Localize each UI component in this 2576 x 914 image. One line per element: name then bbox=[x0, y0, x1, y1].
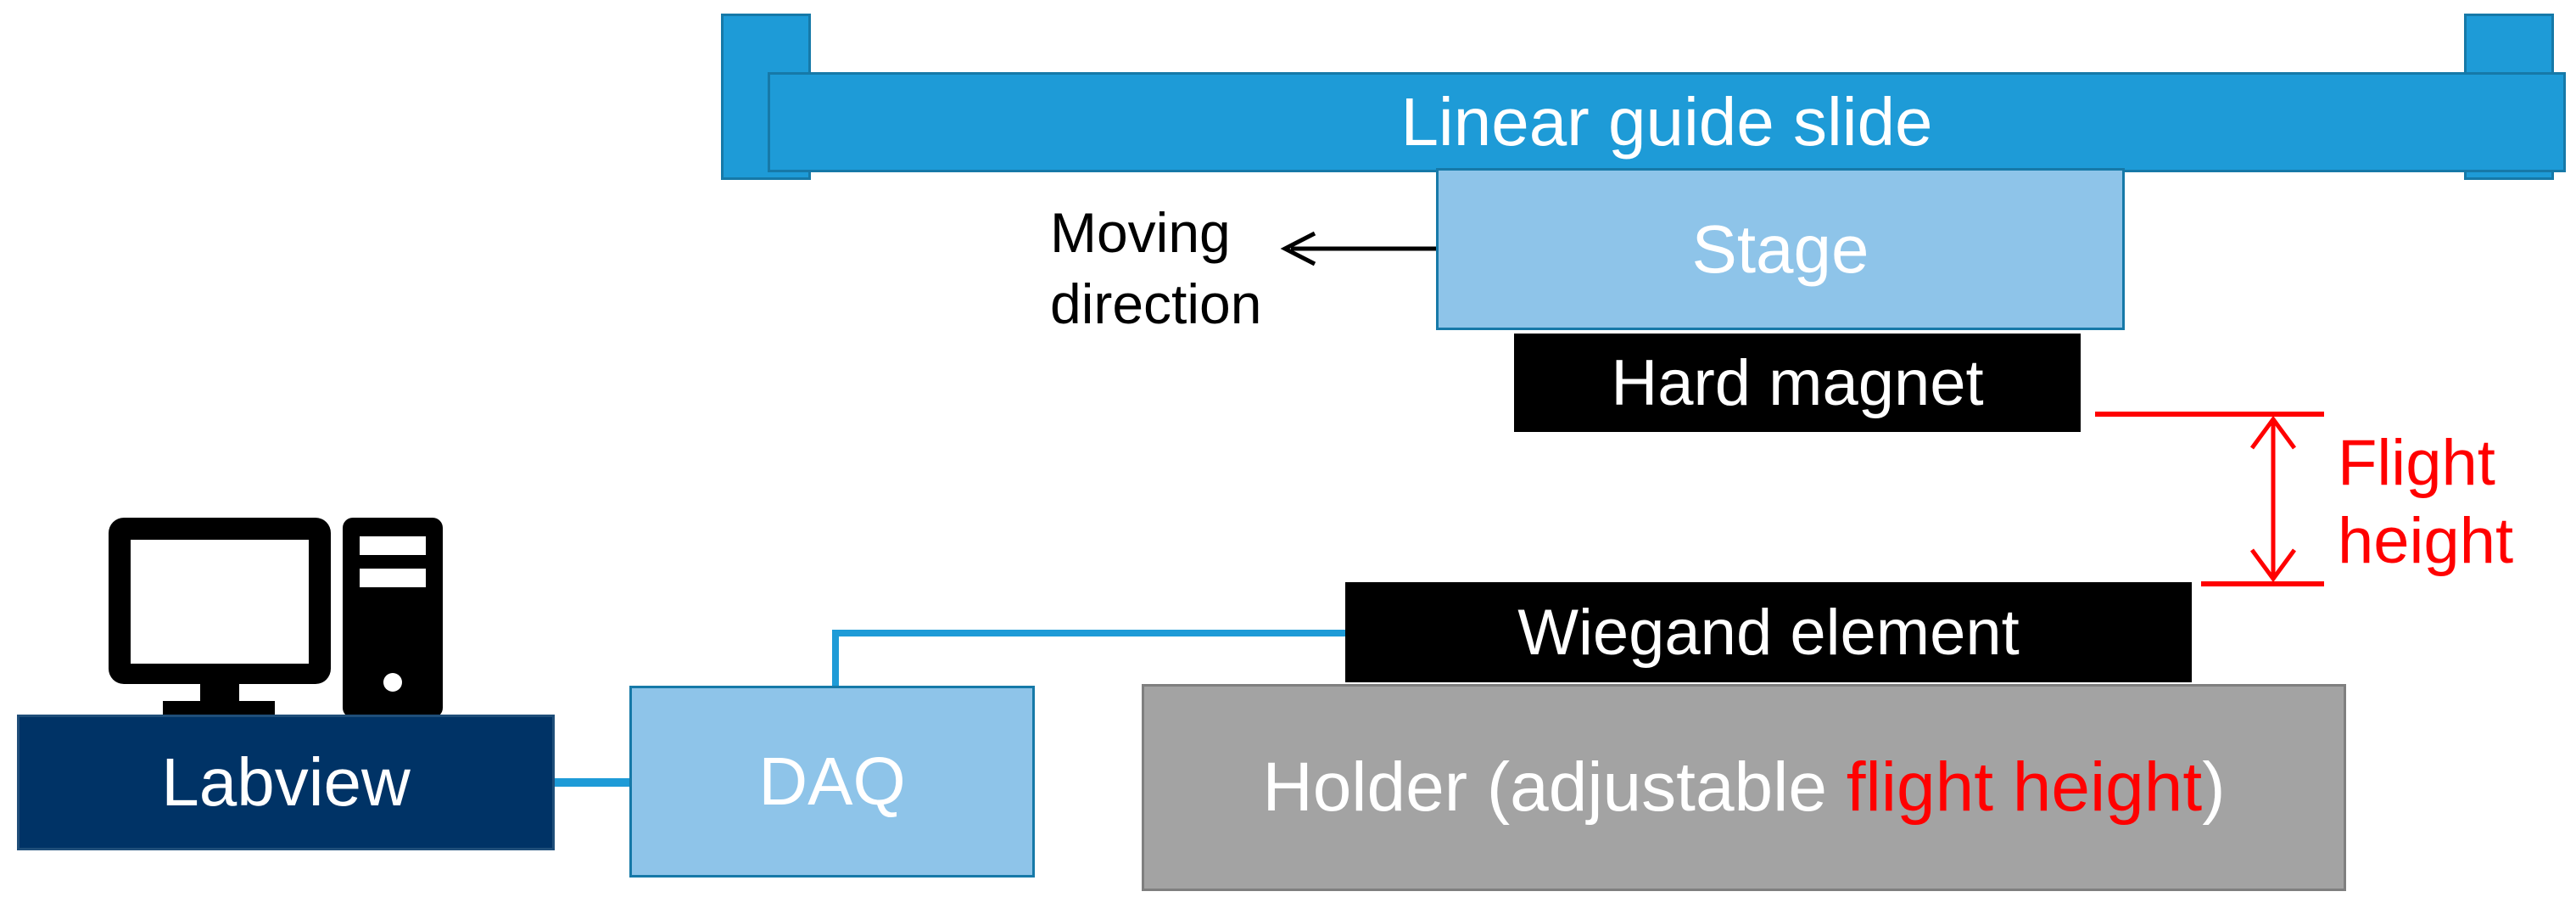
wiegand-element-label: Wiegand element bbox=[1517, 596, 2020, 669]
wiegand-element: Wiegand element bbox=[1345, 582, 2192, 682]
moving-direction-line2: direction bbox=[1050, 272, 1262, 335]
holder-label-suffix: ) bbox=[2202, 749, 2226, 826]
labview-label: Labview bbox=[161, 744, 411, 820]
flight-height-line1: Flight bbox=[2338, 427, 2495, 499]
linear-guide-slide-label: Linear guide slide bbox=[1400, 84, 1933, 160]
daq: DAQ bbox=[629, 686, 1035, 878]
stage: Stage bbox=[1436, 168, 2125, 330]
hard-magnet-label: Hard magnet bbox=[1611, 346, 1984, 419]
holder-label-prefix: Holder (adjustable bbox=[1262, 749, 1847, 826]
holder: Holder (adjustable flight height) bbox=[1142, 684, 2346, 891]
flight-height-label: Flight height bbox=[2338, 424, 2567, 580]
moving-direction-line1: Moving bbox=[1050, 201, 1231, 264]
labview: Labview bbox=[17, 715, 555, 850]
holder-label-highlight: flight height bbox=[1846, 749, 2203, 826]
flight-height-dimension bbox=[2095, 412, 2324, 586]
daq-label: DAQ bbox=[758, 743, 906, 819]
flight-height-line2: height bbox=[2338, 505, 2514, 577]
stage-label: Stage bbox=[1691, 210, 1869, 287]
holder-label: Holder (adjustable flight height) bbox=[1262, 748, 2225, 827]
moving-direction-label: Moving direction bbox=[1050, 197, 1330, 339]
computer-icon bbox=[109, 518, 443, 718]
hard-magnet: Hard magnet bbox=[1514, 334, 2081, 432]
moving-direction-arrow bbox=[1280, 231, 1436, 266]
linear-guide-slide: Linear guide slide bbox=[768, 72, 2566, 172]
cable-daq-to-wiegand bbox=[832, 630, 1345, 686]
